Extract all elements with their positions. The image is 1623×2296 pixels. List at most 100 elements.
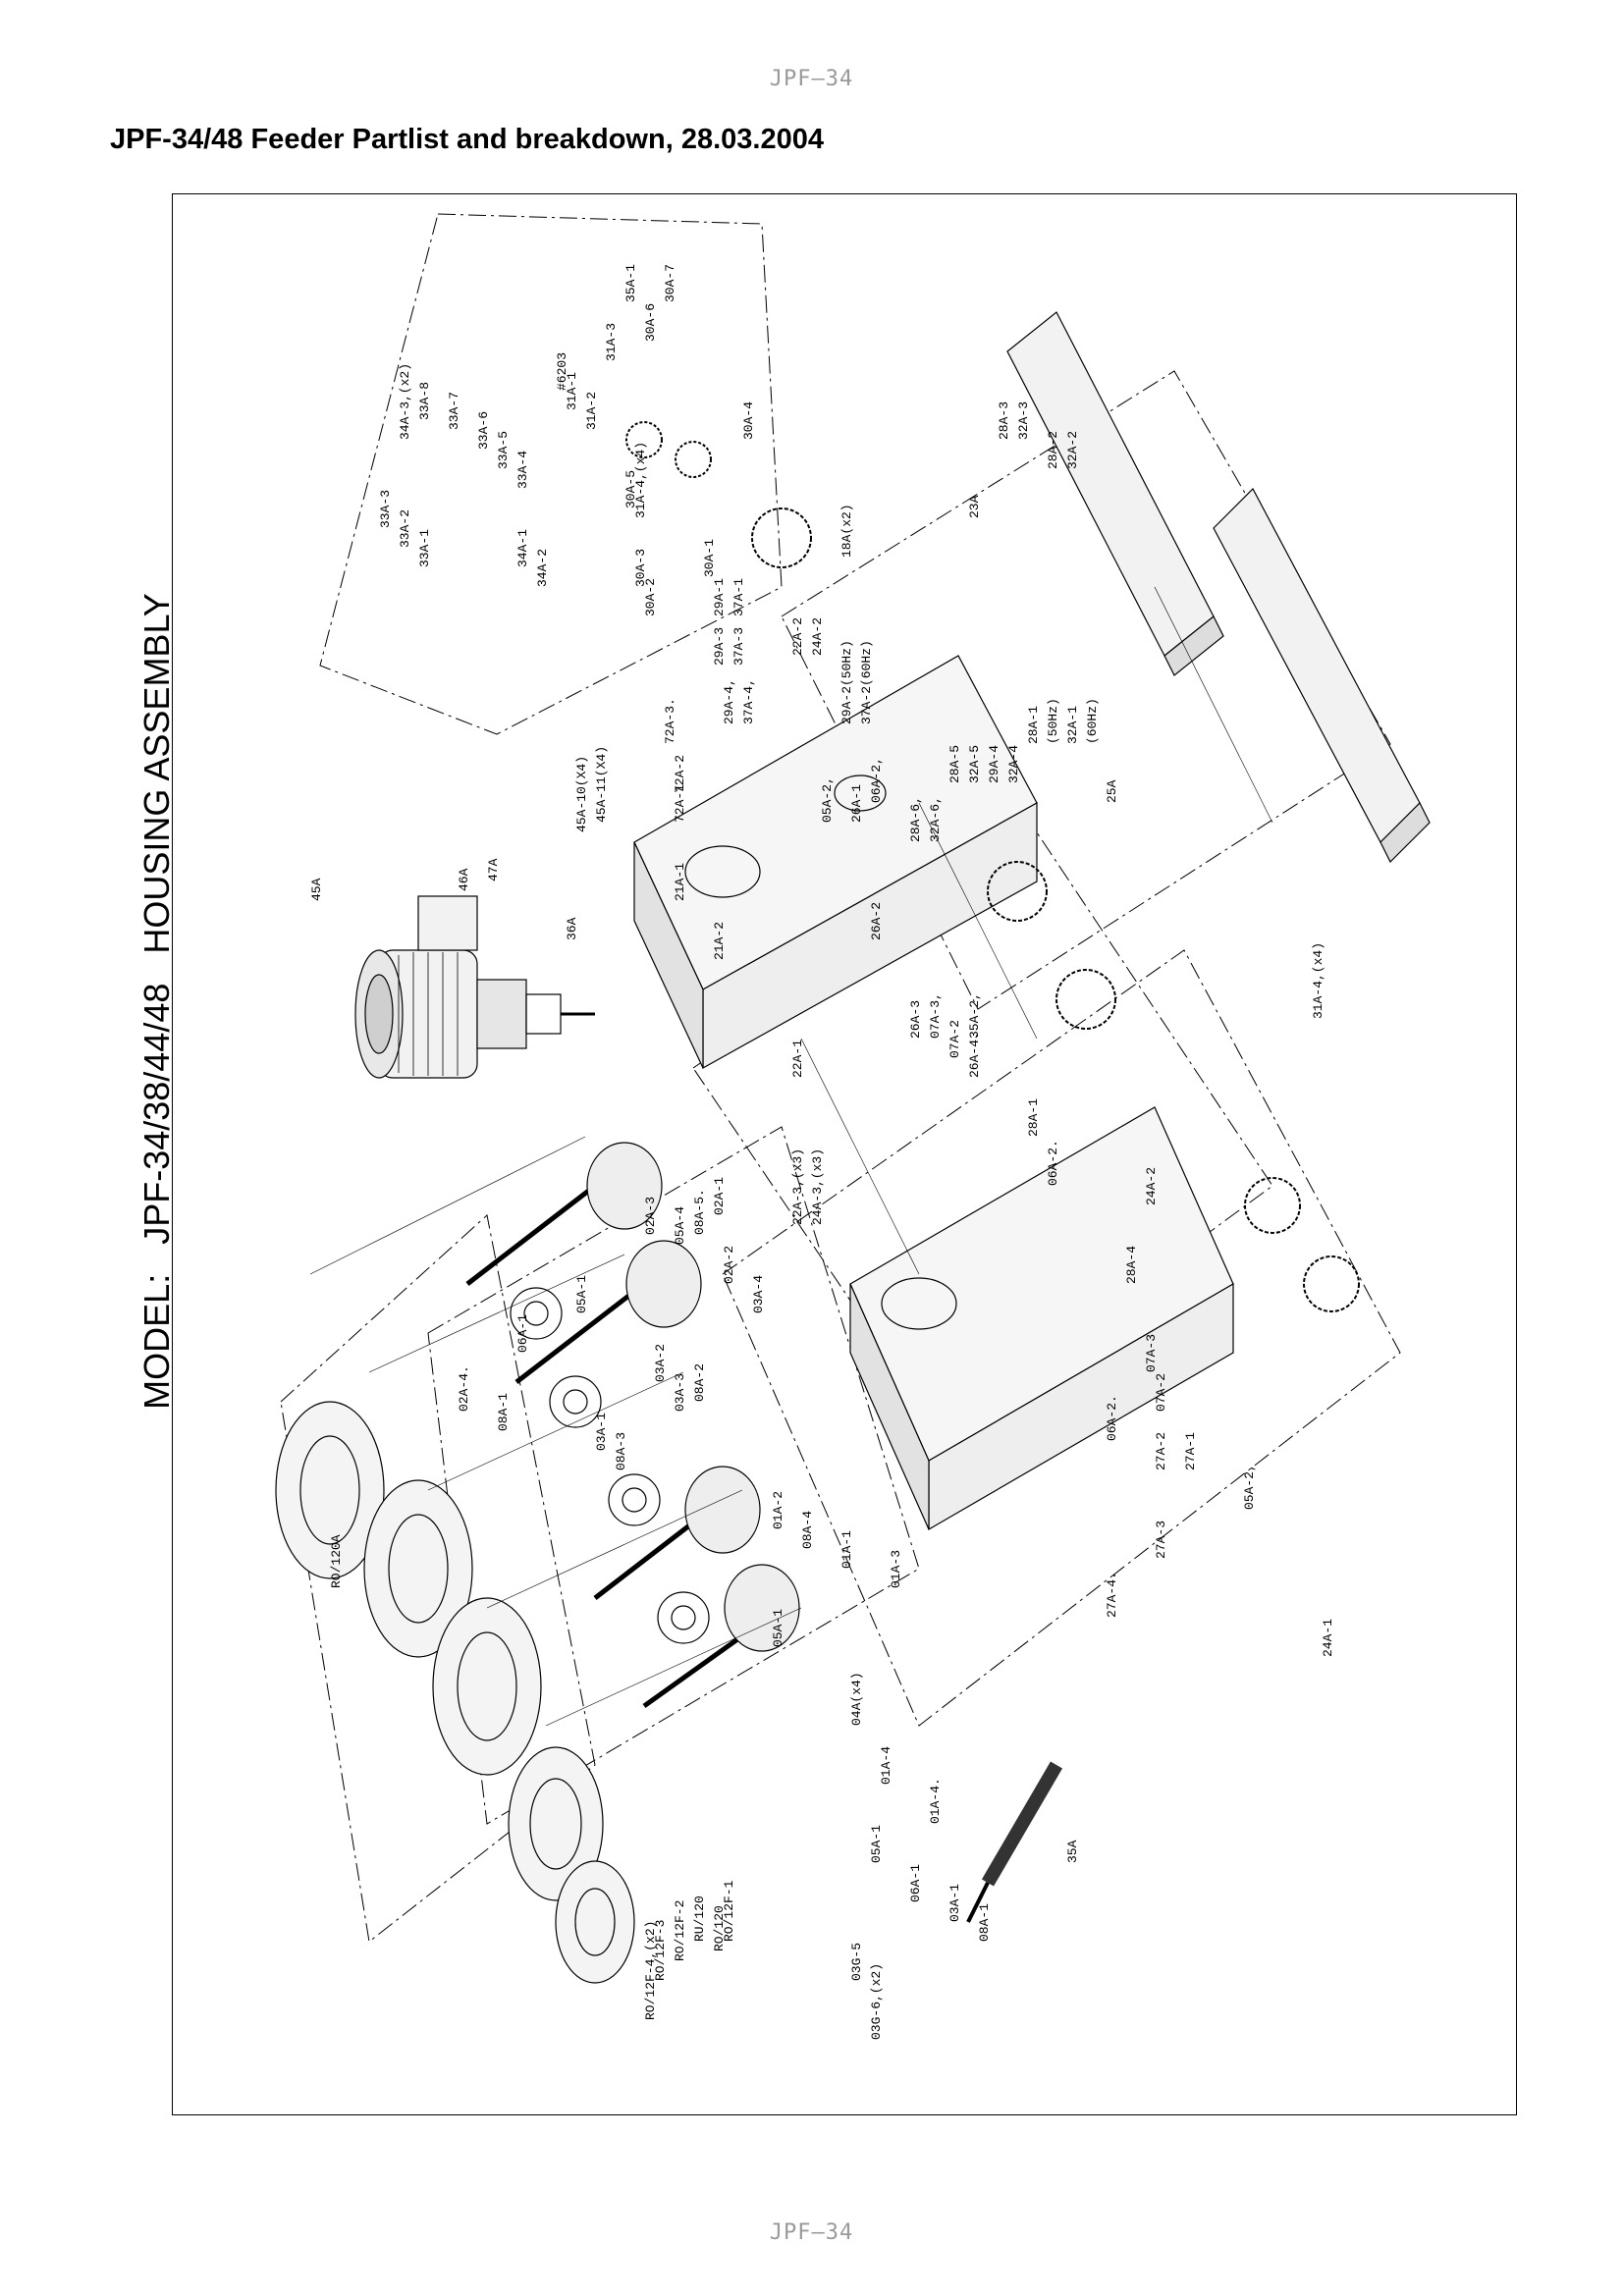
gear-housing-lower [849, 1106, 1234, 1531]
callout-label: 21A-2 [712, 922, 727, 960]
page-header-code: JPF–34 [769, 67, 854, 91]
callout-label: 26A-3 [908, 1000, 923, 1039]
callout-label: 22A-1 [790, 1040, 805, 1078]
callout-label: 34A-2 [535, 549, 550, 587]
callout-label: 29A-2(50Hz) [839, 640, 854, 724]
callout-label: 35A [1065, 1840, 1080, 1863]
callout-label: RO/12F-3 [653, 1920, 668, 1981]
callout-label: (50Hz) [1046, 698, 1060, 744]
callout-label: 31A-4,(x4) [1311, 942, 1325, 1019]
callout-label: 03A-1 [947, 1884, 962, 1922]
callout-label: 03A-4 [751, 1275, 766, 1313]
callout-label: 30A-2 [643, 578, 658, 616]
lower-right-housing-outline [722, 949, 1401, 1727]
callout-label: 45A-11(X4) [594, 746, 609, 823]
callout-label: 05A-1 [869, 1825, 884, 1863]
callout-label: 02A-1 [712, 1177, 727, 1215]
callout-label: 45A [309, 878, 324, 901]
callout-label: 02A-2 [722, 1246, 736, 1284]
bearing-blocks [586, 1142, 800, 1652]
callout-label: 03A-3 [673, 1373, 687, 1412]
callout-label: 23A [967, 495, 982, 518]
callout-label: 31A-2 [584, 392, 599, 430]
callout-label: 07A-2 [1154, 1373, 1168, 1412]
callout-label: 25A [1105, 779, 1119, 803]
callout-label: 32A-2 [1065, 431, 1080, 469]
callout-label: 28A-2 [1046, 431, 1060, 469]
callout-label: 37A-4, [741, 678, 756, 724]
callout-label: 34A-3,(x2) [398, 363, 412, 440]
drive-rollers [275, 1401, 635, 1984]
callout-label: 08A-5. [692, 1189, 707, 1235]
callout-label: 33A-6 [476, 411, 491, 450]
callout-label: #6203 [555, 352, 569, 391]
callout-label: 05A-1 [574, 1275, 589, 1313]
callout-label: 45A-10(X4) [574, 756, 589, 832]
callout-label: 32A-1 [1065, 706, 1080, 744]
callout-label: RU/120 [692, 1896, 707, 1942]
callout-label: 28A-4 [1124, 1246, 1139, 1284]
callout-label: 32A-3 [1016, 401, 1031, 440]
callout-label: 30A-6 [643, 303, 658, 342]
callout-label: 01A-4 [879, 1746, 893, 1785]
callout-label: 30A-1 [702, 539, 717, 577]
callout-label: 06A-1 [908, 1864, 923, 1902]
callout-label: 28A-6, [908, 796, 923, 842]
callout-label: 01A-1 [839, 1530, 854, 1569]
callout-label: 32A-6, [928, 796, 943, 842]
callout-label: 72A-2 [673, 755, 687, 793]
callout-label: 02A-3 [643, 1197, 658, 1235]
callout-label: 29A-1 [712, 578, 727, 616]
callout-label: 08A-2 [692, 1363, 707, 1402]
callout-label: 37A-2(60Hz) [859, 640, 874, 724]
callout-label: 29A-4, [722, 678, 736, 724]
page-footer-code: JPF–34 [769, 2220, 854, 2245]
callout-label: 07A-2 [947, 1020, 962, 1058]
callout-label: 35A-2, [967, 992, 982, 1039]
callout-label: 31A-3 [604, 323, 619, 361]
callout-label: RO/12F-2 [673, 1900, 687, 1961]
callout-label: 28A-3 [997, 401, 1011, 440]
callout-label: 36A [565, 917, 579, 940]
callout-label: 33A-5 [496, 431, 511, 469]
callout-label: 02A-4. [457, 1365, 471, 1412]
callout-label: 07A-3 [1144, 1334, 1159, 1372]
callout-label: 30A-7 [663, 264, 677, 302]
callout-label: (60Hz) [1085, 698, 1100, 744]
callout-label: 08A-1 [496, 1393, 511, 1431]
callout-label: 34A-1 [515, 529, 530, 567]
callout-label: 32A-4 [1006, 745, 1021, 783]
callout-label: 04A(x4) [849, 1672, 864, 1726]
callout-label: 29A-3 [712, 627, 727, 666]
callout-label: 26A-1 [849, 784, 864, 823]
callout-label: 08A-3 [614, 1432, 628, 1470]
callout-label: 05A-1 [771, 1609, 785, 1647]
callout-label: 27A-2 [1154, 1432, 1168, 1470]
callout-label: RO/120 [712, 1905, 727, 1951]
callout-label: 24A-1 [1321, 1619, 1335, 1657]
callout-label: 08A-1 [977, 1903, 992, 1942]
callout-label: 06A-2. [1105, 1395, 1119, 1441]
callout-label: 28A-1 [1026, 706, 1041, 744]
callout-label: 35A-1 [623, 264, 638, 302]
callout-label: 01A-3 [889, 1550, 903, 1588]
spring-35A [966, 1761, 1063, 1923]
callout-label: 28A-5 [947, 745, 962, 783]
cover-plate-25A [1213, 488, 1431, 864]
document-title: JPF-34/48 Feeder Partlist and breakdown,… [110, 124, 824, 155]
callout-label: 05A-2, [820, 776, 835, 823]
callout-label: 37A-3 [731, 627, 746, 666]
callout-label: RO/120A [329, 1534, 344, 1588]
exploded-drawing: 45A47A46A45A-10(X4)45A-11(X4)36A21A-121A… [275, 213, 1431, 2040]
callout-label: 06A-1 [515, 1314, 530, 1353]
callout-label: 24A-3,(x3) [810, 1148, 825, 1225]
callout-label: 27A-3 [1154, 1521, 1168, 1559]
callout-label: 03A-1 [594, 1413, 609, 1451]
callout-label: 33A-2 [398, 509, 412, 548]
callout-label: 18A(x2) [839, 504, 854, 558]
callout-label: 33A-7 [447, 392, 461, 430]
callout-label: 31A-4,(x4) [633, 442, 648, 518]
callout-label: 05A-4 [673, 1206, 687, 1245]
motor-45A [354, 895, 595, 1079]
